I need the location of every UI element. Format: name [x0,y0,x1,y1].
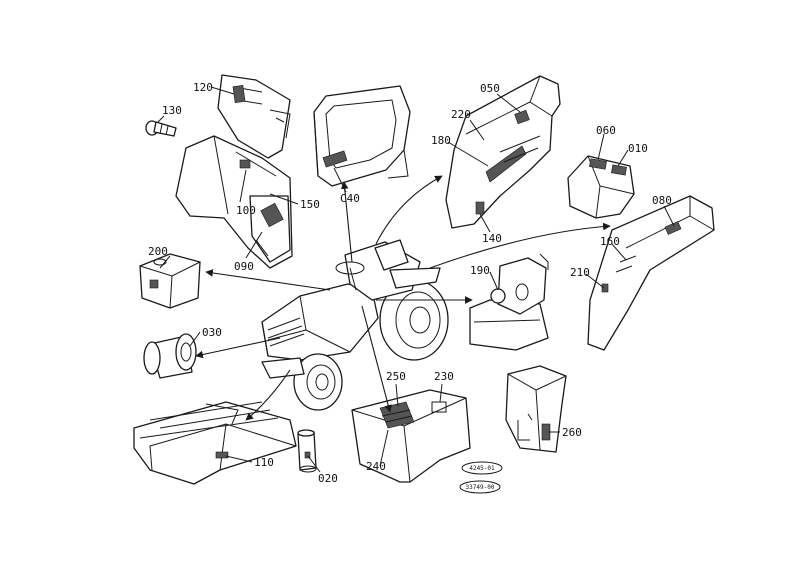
label-190: 190 [470,264,490,277]
fender [389,267,441,289]
label-200: 200 [148,245,168,258]
label-210: 210 [570,266,590,279]
part-100-side-panel [175,135,293,269]
part-220-fender-cover [445,75,561,229]
label-080: 080 [652,194,672,207]
part-260-bracket [505,365,567,453]
label-140: 140 [482,232,502,245]
label-030: 030 [202,326,222,339]
label-230: 230 [434,370,454,383]
label-020: 020 [318,472,338,485]
arrow-group [195,175,611,421]
stamp-2: 33749-00 [466,484,495,491]
front-wheel [293,353,343,411]
part-060-cover [567,155,635,219]
part-130-bolt [145,120,177,137]
part-c40-frame [313,85,411,187]
part-labels: 120 130 100 150 090 C40 050 220 180 140 … [148,81,672,485]
hood [261,283,379,361]
label-110: 110 [254,456,274,469]
part-110-step [133,401,297,485]
label-250: 250 [386,370,406,383]
part-020-canister [297,429,317,473]
label-160: 160 [600,235,620,248]
label-090: 090 [234,260,254,273]
label-260: 260 [562,426,582,439]
part-160-right-fender [587,195,715,351]
label-180: 180 [431,134,451,147]
label-130: 130 [162,104,182,117]
label-060: 060 [596,124,616,137]
label-050: 050 [480,82,500,95]
label-240: 240 [366,460,386,473]
part-190-bracket [469,253,549,351]
part-200-box [139,253,201,309]
seat [374,239,409,271]
label-120: 120 [193,81,213,94]
label-010: 010 [628,142,648,155]
stamp-1: 4245-01 [469,465,495,472]
tractor-illustration [261,239,449,411]
part-030-cylinder [143,333,197,379]
label-c40: C40 [340,192,360,205]
label-100: 100 [236,204,256,217]
stamp-group: 4245-01 33749-00 [459,461,503,494]
label-150: 150 [300,198,320,211]
leader-lines [157,86,675,473]
label-220: 220 [451,108,471,121]
part-120-cover [217,74,291,159]
